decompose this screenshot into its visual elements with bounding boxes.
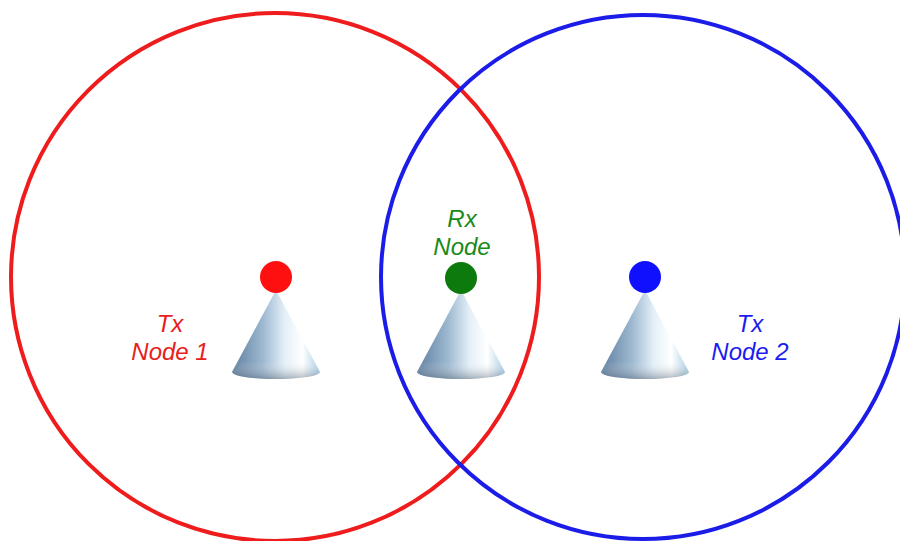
network-node: Tx Node 1 [127,310,213,366]
node-label: Rx Node [426,205,498,261]
network-node: Tx Node 2 [707,310,793,366]
node-dot [445,262,477,294]
node-dot [629,261,661,293]
node-label: Tx Node 2 [707,310,793,366]
network-node: Rx Node [426,205,498,261]
node-label: Tx Node 1 [127,310,213,366]
antenna-cone [232,290,320,379]
antenna-cone [601,290,689,379]
antenna-cone [417,290,505,379]
coverage-range [381,15,900,539]
node-dot [260,261,292,293]
